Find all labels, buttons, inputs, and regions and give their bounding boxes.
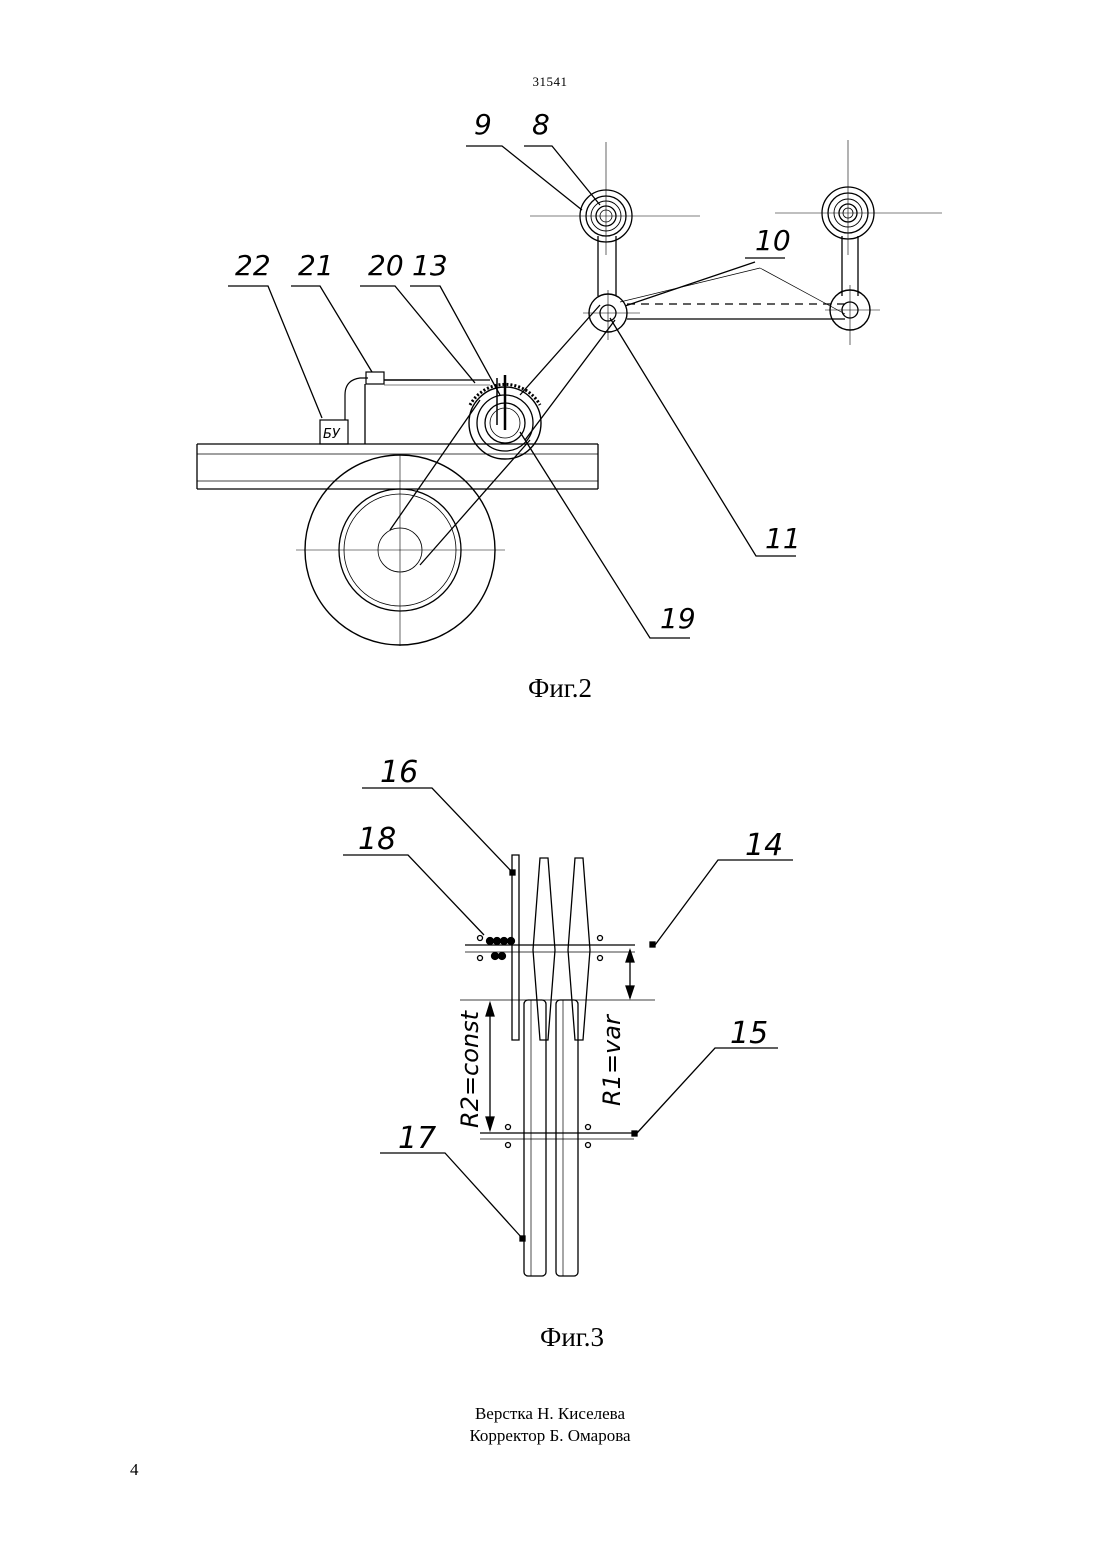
label-16: 16	[380, 755, 418, 790]
figure-3-drawing	[343, 788, 793, 1276]
label-13: 13	[412, 249, 448, 282]
label-22: 22	[235, 249, 271, 282]
label-10: 10	[755, 224, 791, 257]
label-8: 8	[532, 108, 550, 141]
label-11: 11	[765, 522, 801, 555]
figure-3-caption: Фиг.3	[540, 1322, 604, 1353]
label-20: 20	[368, 249, 404, 282]
figure-2-drawing	[197, 140, 942, 646]
proofreader-credit: Корректор Б. Омарова	[0, 1425, 1100, 1447]
label-18: 18	[358, 822, 396, 857]
figure-2-caption: Фиг.2	[528, 673, 592, 704]
label-17: 17	[398, 1121, 436, 1156]
dimension-r1-label: R1=var	[598, 1013, 626, 1106]
label-21: 21	[298, 249, 334, 282]
label-9: 9	[474, 108, 492, 141]
control-unit-label: БУ	[323, 427, 341, 442]
page-number: 4	[130, 1460, 139, 1480]
dimension-r2-label: R2=const	[456, 1009, 484, 1128]
layout-credit: Верстка Н. Киселева	[0, 1403, 1100, 1425]
label-14: 14	[745, 828, 783, 863]
label-15: 15	[730, 1016, 768, 1051]
label-19: 19	[660, 602, 696, 635]
